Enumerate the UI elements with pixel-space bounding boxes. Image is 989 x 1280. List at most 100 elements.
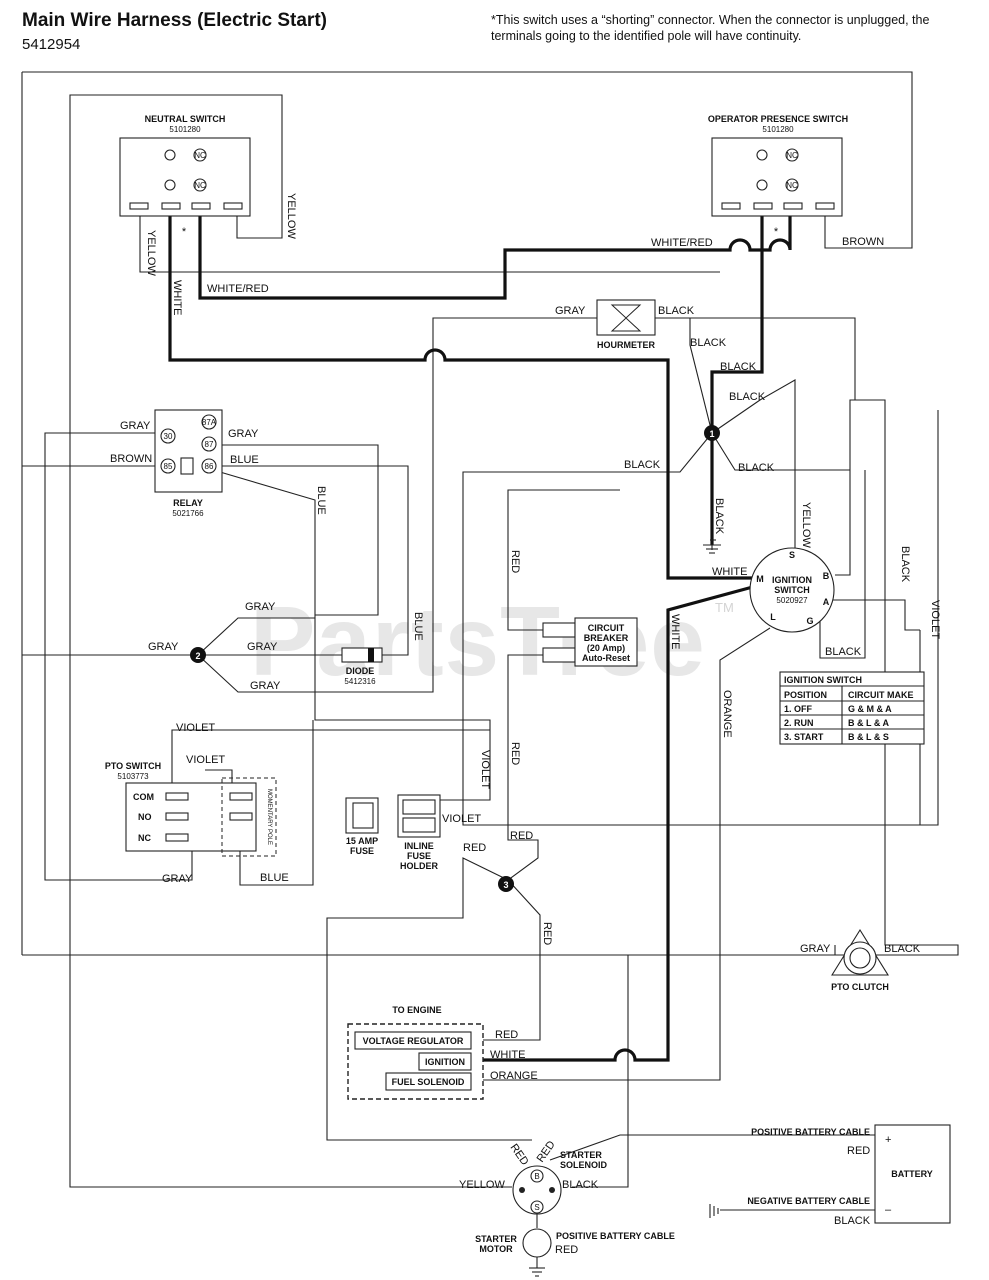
wire-labels: YELLOW YELLOW WHITE WHITE/RED WHITE/RED …: [110, 193, 941, 1256]
lbl-gray-clutch: GRAY: [800, 943, 831, 955]
lbl-black-8: BLACK: [825, 646, 862, 658]
ignition-table-row3-pos: 3. START: [784, 732, 824, 742]
battery-negative-cable: NEGATIVE BATTERY CABLE: [747, 1196, 870, 1206]
lbl-brown-2: BROWN: [110, 453, 152, 465]
relay-label: RELAY: [173, 498, 203, 508]
neutral-star: *: [182, 226, 187, 238]
ignition-table: IGNITION SWITCH POSITION CIRCUIT MAKE 1.…: [779, 671, 925, 745]
lbl-blue-pto: BLUE: [260, 872, 289, 884]
lbl-yellow-1: YELLOW: [145, 230, 157, 276]
ignition-terminal-b: B: [823, 571, 830, 581]
neutral-switch-label: NEUTRAL SWITCH: [145, 114, 226, 124]
battery-label: BATTERY: [891, 1169, 933, 1179]
neutral-switch-part: 5101280: [169, 125, 201, 134]
lbl-gray-j2c: GRAY: [247, 641, 278, 653]
solenoid-s: S: [534, 1203, 539, 1212]
lbl-blue-1: BLUE: [230, 454, 259, 466]
watermark-trademark: TM: [715, 600, 734, 615]
breaker-line3: (20 Amp): [587, 643, 625, 653]
pto-switch: PTO SWITCH 5103773 COM NO NC MOMENTARY P…: [105, 761, 277, 857]
relay-pin-30: 30: [164, 432, 173, 441]
relay-pin-86: 86: [205, 462, 214, 471]
lbl-black-5: BLACK: [738, 462, 775, 474]
battery-plus: +: [885, 1134, 891, 1146]
part-number: 5412954: [22, 36, 81, 53]
lbl-violet-3: VIOLET: [186, 754, 225, 766]
ignition-table-row2-make: B & L & A: [848, 718, 890, 728]
lbl-violet-1: VIOLET: [929, 600, 941, 639]
relay-pin-87a: 87A: [202, 418, 217, 427]
ignition-terminal-m: M: [756, 574, 764, 584]
lbl-violet-5: VIOLET: [442, 813, 481, 825]
ignition-name1: IGNITION: [772, 575, 812, 585]
ignition-table-title: IGNITION SWITCH: [784, 675, 862, 685]
relay-part: 5021766: [172, 509, 204, 518]
operator-switch-label: OPERATOR PRESENCE SWITCH: [708, 114, 848, 124]
lbl-black-2: BLACK: [720, 361, 757, 373]
lbl-red-battery: RED: [847, 1145, 870, 1157]
neutral-nc-bottom: NC: [194, 181, 206, 190]
lbl-gray-j2b: GRAY: [148, 641, 179, 653]
lbl-white-red-2: WHITE/RED: [651, 237, 713, 249]
circuit-breaker: CIRCUIT BREAKER (20 Amp) Auto-Reset: [542, 617, 638, 667]
lbl-black-3: BLACK: [729, 391, 766, 403]
lbl-red-2: RED: [509, 742, 521, 765]
lbl-white-red-1: WHITE/RED: [207, 283, 269, 295]
engine-title: TO ENGINE: [392, 1005, 441, 1015]
ground-symbol: [703, 544, 721, 554]
ignition-terminal-g: G: [806, 616, 813, 626]
battery: + – BATTERY POSITIVE BATTERY CABLE NEGAT…: [709, 539, 951, 1224]
battery-positive-cable: POSITIVE BATTERY CABLE: [751, 1127, 870, 1137]
diode-label: DIODE: [346, 666, 375, 676]
solenoid-b: B: [534, 1172, 539, 1181]
operator-presence-switch: OPERATOR PRESENCE SWITCH 5101280 NC NC *: [708, 114, 848, 238]
ignition-terminal-a: A: [823, 597, 830, 607]
pto-no: NO: [138, 812, 152, 822]
lbl-black-hour: BLACK: [658, 305, 695, 317]
engine-voltage-regulator: VOLTAGE REGULATOR: [363, 1036, 464, 1046]
ignition-terminal-s: S: [789, 550, 795, 560]
lbl-white-ign: WHITE: [490, 1049, 525, 1061]
pto-momentary-pole: MOMENTARY POLE: [266, 789, 272, 845]
lbl-red-vr: RED: [495, 1029, 518, 1041]
breaker-line4: Auto-Reset: [582, 653, 630, 663]
lbl-gray-87: GRAY: [228, 428, 259, 440]
junction-2: 2: [195, 651, 200, 661]
pto-clutch: PTO CLUTCH: [831, 928, 889, 992]
ignition-part: 5020927: [776, 596, 808, 605]
breaker-line1: CIRCUIT: [588, 623, 625, 633]
starter-motor-line1: STARTER: [475, 1234, 517, 1244]
solenoid-line2: SOLENOID: [560, 1160, 608, 1170]
neutral-switch: NEUTRAL SWITCH 5101280 NC NC *: [119, 114, 251, 238]
starter-motor-line2: MOTOR: [479, 1244, 513, 1254]
ignition-table-header-circuit: CIRCUIT MAKE: [848, 690, 914, 700]
lbl-violet-2: VIOLET: [176, 722, 215, 734]
lbl-yellow-3: YELLOW: [800, 502, 812, 548]
relay-pin-87: 87: [205, 440, 214, 449]
fuses: 15 AMP FUSE INLINE FUSE HOLDER: [345, 794, 441, 871]
inline-fuse-line3: HOLDER: [400, 861, 439, 871]
engine-ignition: IGNITION: [425, 1057, 465, 1067]
lbl-red-starter1: RED: [508, 1142, 531, 1168]
lbl-gray-hour: GRAY: [555, 305, 586, 317]
page-title: Main Wire Harness (Electric Start): [22, 10, 327, 31]
lbl-black-7: BLACK: [899, 546, 911, 583]
lbl-black-starter: BLACK: [562, 1179, 599, 1191]
diode-part: 5412316: [344, 677, 376, 686]
lbl-gray-relay: GRAY: [120, 420, 151, 432]
operator-star: *: [774, 226, 779, 238]
lbl-red-3: RED: [510, 830, 533, 842]
ignition-table-row1-pos: 1. OFF: [784, 704, 813, 714]
lbl-orange-1: ORANGE: [721, 690, 733, 738]
shorting-connector-note: *This switch uses a “shorting” connector…: [491, 13, 930, 43]
battery-minus: –: [885, 1204, 892, 1216]
engine-fuel-solenoid: FUEL SOLENOID: [392, 1077, 465, 1087]
engine-block: TO ENGINE VOLTAGE REGULATOR IGNITION FUE…: [347, 1005, 484, 1100]
operator-nc-bottom: NC: [786, 181, 798, 190]
lbl-red-4: RED: [463, 842, 486, 854]
lbl-blue-2: BLUE: [315, 486, 327, 515]
inline-fuse-line1: INLINE: [404, 841, 434, 851]
lbl-yellow-starter: YELLOW: [459, 1179, 505, 1191]
lbl-white-3: WHITE: [669, 614, 681, 649]
lbl-black-battery: BLACK: [834, 1215, 871, 1227]
